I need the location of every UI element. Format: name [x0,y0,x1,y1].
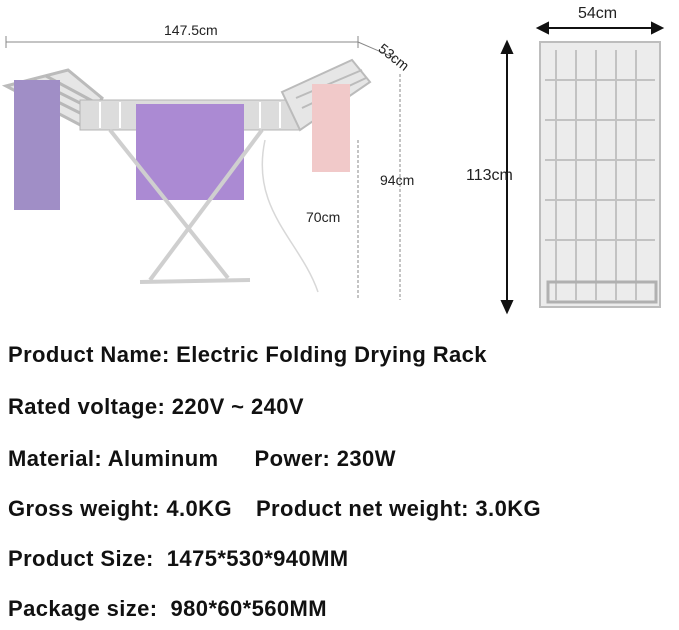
spec-product-name: Product Name: Electric Folding Drying Ra… [8,342,487,367]
dim-middle-height: 70cm [306,209,340,225]
towel-right-red [312,84,350,172]
spec-rated-voltage: Rated voltage: 220V ~ 240V [8,394,304,419]
dim-total-width: 147.5cm [164,22,218,38]
spec-weight-row: Gross weight: 4.0KG Product net weight: 3… [8,496,541,522]
dimension-lines [5,36,401,300]
folded-dimension-arrows [500,21,665,315]
dim-folded-height: 113cm [466,167,513,184]
dim-wing-depth: 53cm [376,40,413,74]
spec-package-size: Package size: 980*60*560MM [8,596,327,621]
spec-material: Material: Aluminum [8,446,219,471]
towel-left [14,80,60,210]
spec-net-weight: Product net weight: 3.0KG [255,496,542,521]
spec-gross-weight: Gross weight: 4.0KG [8,496,232,521]
spec-material-power-row: Material: Aluminum Power: 230W [8,446,396,472]
spec-product-size: Product Size: 1475*530*940MM [8,546,349,571]
dim-folded-width: 54cm [578,5,617,22]
dim-total-height: 94cm [380,172,414,188]
folded-rack [539,41,661,308]
rack-legs [108,128,319,293]
spec-power: Power: 230W [254,446,396,471]
product-diagram: 147.5cm 53cm 94cm 70cm 54cm 113cm [1,5,665,315]
